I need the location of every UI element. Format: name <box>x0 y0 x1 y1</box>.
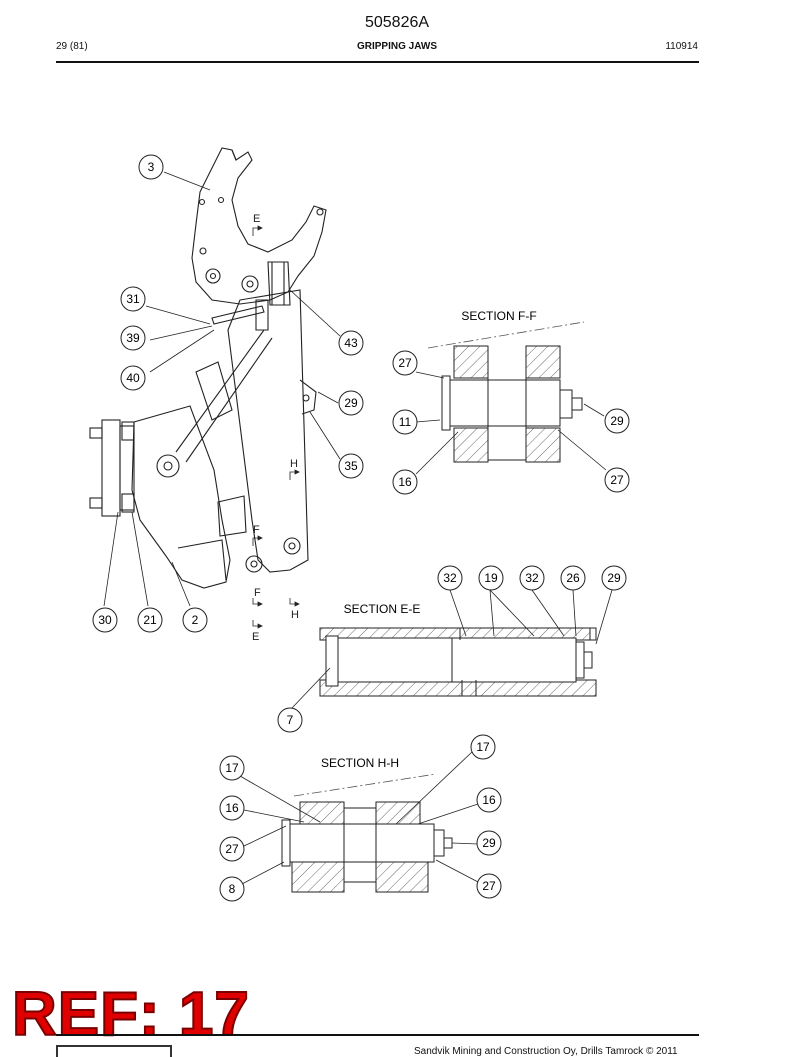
callout-hh-17-right: 17 <box>476 740 490 754</box>
callout-40: 40 <box>126 371 140 385</box>
cut-mark-h-top: H <box>290 458 298 470</box>
footer-rule <box>56 1034 699 1036</box>
page-title: GRIPPING JAWS <box>356 41 437 52</box>
section-ee: SECTION E-E 32 19 32 <box>277 565 627 733</box>
cut-mark-e-bottom: E <box>252 631 259 643</box>
callout-30: 30 <box>98 613 112 627</box>
callout-ff-16: 16 <box>398 475 412 489</box>
cut-mark-f-bottom: F <box>254 587 261 599</box>
callout-hh-16-right: 16 <box>482 793 496 807</box>
section-ee-title: SECTION E-E <box>344 602 421 616</box>
revision-code: 110914 <box>665 41 698 52</box>
cut-mark-f-top: F <box>253 524 260 536</box>
document-number: 505826A <box>364 14 430 31</box>
callout-43: 43 <box>344 336 358 350</box>
callout-hh-17-left: 17 <box>225 761 239 775</box>
callout-hh-29: 29 <box>482 836 496 850</box>
callout-ee-32-right: 32 <box>525 571 539 585</box>
header-rule <box>56 61 699 63</box>
cut-lines: E H F F H E <box>252 213 300 643</box>
callout-hh-16-left: 16 <box>225 801 239 815</box>
company-logo <box>56 1045 172 1057</box>
section-hh-title: SECTION H-H <box>321 756 399 770</box>
callout-ff-27-bottom: 27 <box>610 473 624 487</box>
callout-2: 2 <box>192 613 199 627</box>
section-ff: SECTION F-F 27 11 16 <box>392 309 630 495</box>
callout-hh-27-left: 27 <box>225 842 239 856</box>
callout-35: 35 <box>344 459 358 473</box>
callout-21: 21 <box>143 613 157 627</box>
footer-copyright: Sandvik Mining and Construction Oy, Dril… <box>414 1046 678 1057</box>
callout-31: 31 <box>126 292 140 306</box>
callout-ee-26: 26 <box>566 571 580 585</box>
callout-3: 3 <box>148 160 155 174</box>
callout-39: 39 <box>126 331 140 345</box>
callout-ee-29: 29 <box>607 571 621 585</box>
ref-stamp: REF: 17 <box>11 980 250 1049</box>
page-number: 29 (81) <box>56 41 88 52</box>
callout-hh-8: 8 <box>229 882 236 896</box>
cut-mark-e-top: E <box>253 213 260 225</box>
callout-hh-27-right: 27 <box>482 879 496 893</box>
callout-ff-11: 11 <box>399 415 412 429</box>
callout-ee-19: 19 <box>484 571 498 585</box>
section-hh: SECTION H-H 17 16 <box>219 734 502 902</box>
main-callouts: 3 31 39 40 43 29 35 30 21 2 <box>92 154 364 633</box>
callout-ee-7: 7 <box>287 713 294 727</box>
callout-ee-32-left: 32 <box>443 571 457 585</box>
callout-ff-27-top: 27 <box>398 356 412 370</box>
main-leaders <box>103 171 341 607</box>
cut-mark-h-bottom: H <box>291 609 299 621</box>
main-assembly-view <box>89 147 327 589</box>
section-ff-title: SECTION F-F <box>461 309 536 323</box>
callout-ff-29: 29 <box>610 414 624 428</box>
callout-29-main: 29 <box>344 396 358 410</box>
